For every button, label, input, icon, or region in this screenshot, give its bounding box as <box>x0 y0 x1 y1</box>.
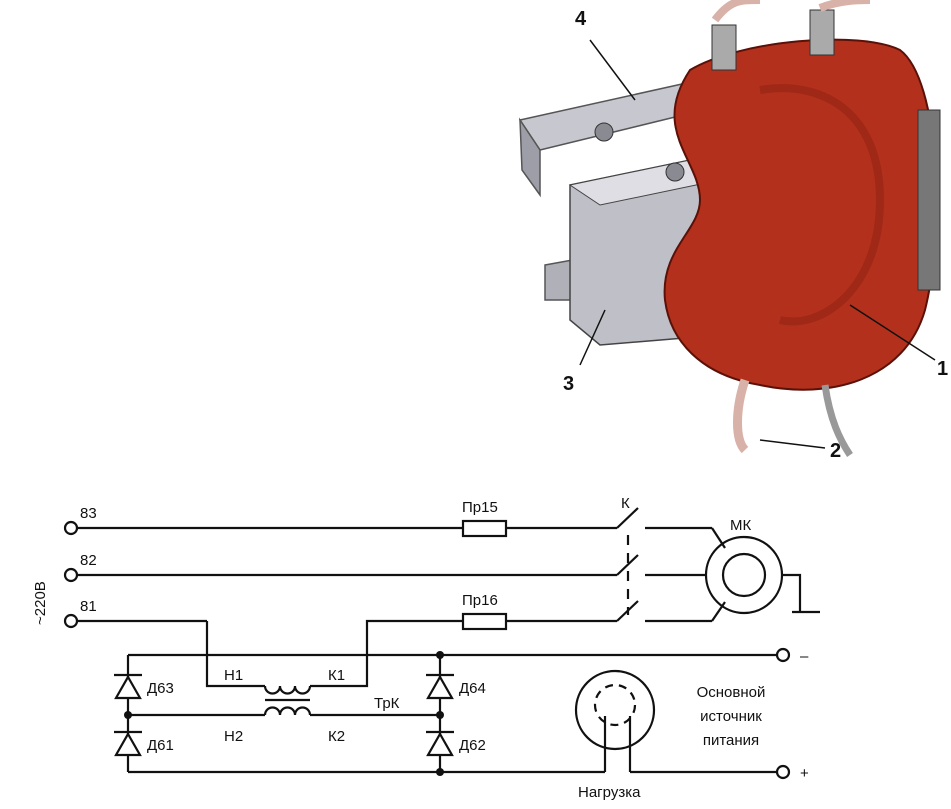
winding-label-h1: Н1 <box>224 667 243 684</box>
terminal-81 <box>63 613 79 629</box>
transformer-label: ТрК <box>374 695 400 712</box>
output-minus-label: – <box>800 648 809 665</box>
winding-label-k2: К2 <box>328 728 345 745</box>
diode-d64 <box>426 673 454 700</box>
current-transformer-trk <box>263 685 312 716</box>
output-plus-label: + <box>800 765 809 782</box>
terminal-label-82: 82 <box>80 552 97 569</box>
fuse-pr16 <box>461 612 508 631</box>
fuse-label-pr16: Пр16 <box>462 592 498 609</box>
diode-label-d61: Д61 <box>147 737 174 754</box>
source-label-line2: источник <box>700 708 762 725</box>
terminal-label-81: 81 <box>80 598 97 615</box>
transformer-photo: 4 3 1 2 <box>518 0 948 462</box>
motor-label: МК <box>730 517 751 534</box>
callout-2: 2 <box>830 440 841 462</box>
source-label-line3: питания <box>703 732 759 749</box>
fuse-pr15 <box>461 519 508 538</box>
diode-d61 <box>114 730 142 757</box>
diode-d62 <box>426 730 454 757</box>
diode-label-d62: Д62 <box>459 737 486 754</box>
output-plus-terminal <box>775 764 791 780</box>
source-label-line1: Основной <box>697 684 766 701</box>
motor-mk <box>704 535 784 615</box>
supply-voltage-label: ~220В <box>32 581 49 625</box>
callout-1: 1 <box>937 358 948 380</box>
coil-winding <box>663 38 938 391</box>
diode-d63 <box>114 673 142 700</box>
terminal-83 <box>63 520 79 536</box>
load-lamp <box>574 669 656 772</box>
load-label: Нагрузка <box>578 784 641 801</box>
output-minus-terminal <box>775 647 791 663</box>
diode-label-d63: Д63 <box>147 680 174 697</box>
diode-label-d64: Д64 <box>459 680 486 697</box>
callout-4: 4 <box>575 8 587 30</box>
contactor-label: К <box>621 495 630 512</box>
winding-label-k1: К1 <box>328 667 345 684</box>
terminal-82 <box>63 567 79 583</box>
callout-3: 3 <box>563 373 574 395</box>
fuse-label-pr15: Пр15 <box>462 499 498 516</box>
circuit-schematic: ~220В 83 82 81 Пр15 К Пр16 <box>32 495 820 801</box>
winding-label-h2: Н2 <box>224 728 243 745</box>
terminal-label-83: 83 <box>80 505 97 522</box>
